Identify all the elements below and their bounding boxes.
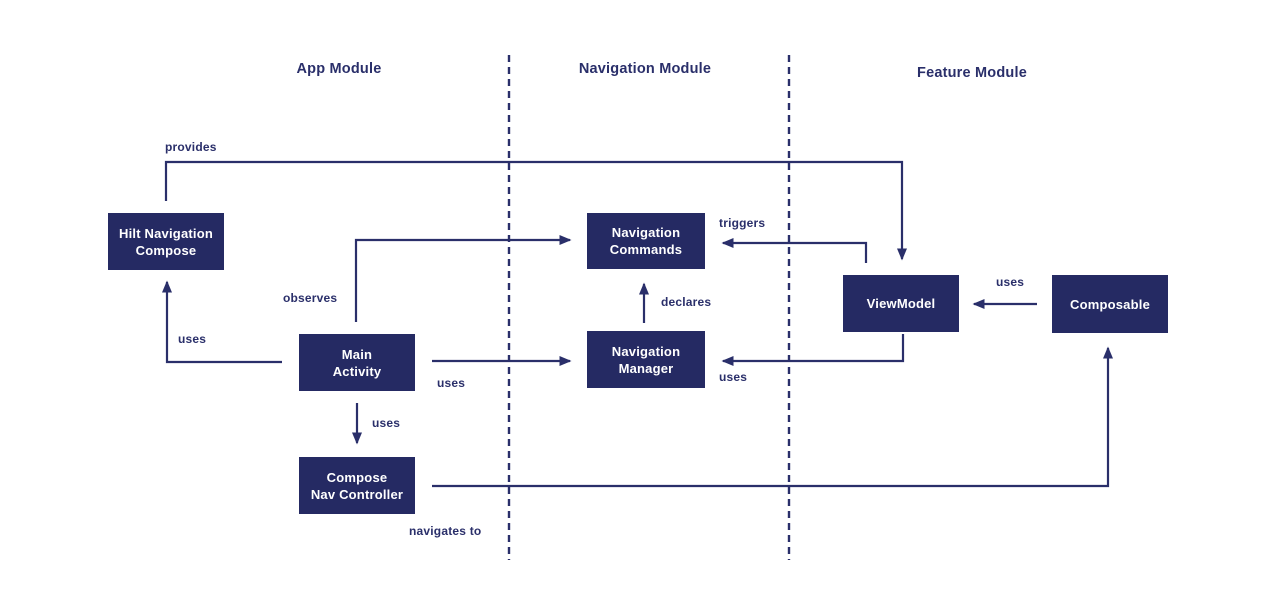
edge-label-provides: provides: [165, 140, 217, 154]
node-navigation-commands: Navigation Commands: [587, 213, 705, 269]
node-compose-nav-controller: Compose Nav Controller: [299, 457, 415, 514]
edge-triggers-arrow: [721, 238, 868, 263]
node-navigation-manager: Navigation Manager: [587, 331, 705, 388]
edge-observes-arrow: [354, 235, 572, 322]
edge-navigates-to-arrow: [432, 346, 1113, 488]
node-viewmodel: ViewModel: [843, 275, 959, 332]
edge-label-uses-compose-nav-controller: uses: [372, 416, 401, 430]
edge-label-triggers: triggers: [719, 216, 766, 230]
edge-uses-hilt-arrow: [162, 280, 282, 364]
edge-label-observes: observes: [283, 291, 338, 305]
node-composable: Composable: [1052, 275, 1168, 333]
edge-label-uses-composable-to-viewmodel: uses: [996, 275, 1025, 289]
edge-label-navigates-to: navigates to: [409, 524, 482, 538]
edge-label-uses-navigation-manager: uses: [437, 376, 466, 390]
edge-label-uses-viewmodel-to-manager: uses: [719, 370, 748, 384]
edge-provides-arrow: [164, 160, 907, 261]
edge-label-uses-hilt: uses: [178, 332, 207, 346]
module-title-feature: Feature Module: [917, 65, 1027, 81]
edge-uses-viewmodel-to-manager-arrow: [721, 334, 905, 366]
module-title-app: App Module: [296, 61, 382, 77]
edge-label-declares: declares: [661, 295, 712, 309]
module-title-navigation: Navigation Module: [578, 61, 712, 77]
node-main-activity: Main Activity: [299, 334, 415, 391]
node-hilt-navigation-compose: Hilt Navigation Compose: [108, 213, 224, 270]
